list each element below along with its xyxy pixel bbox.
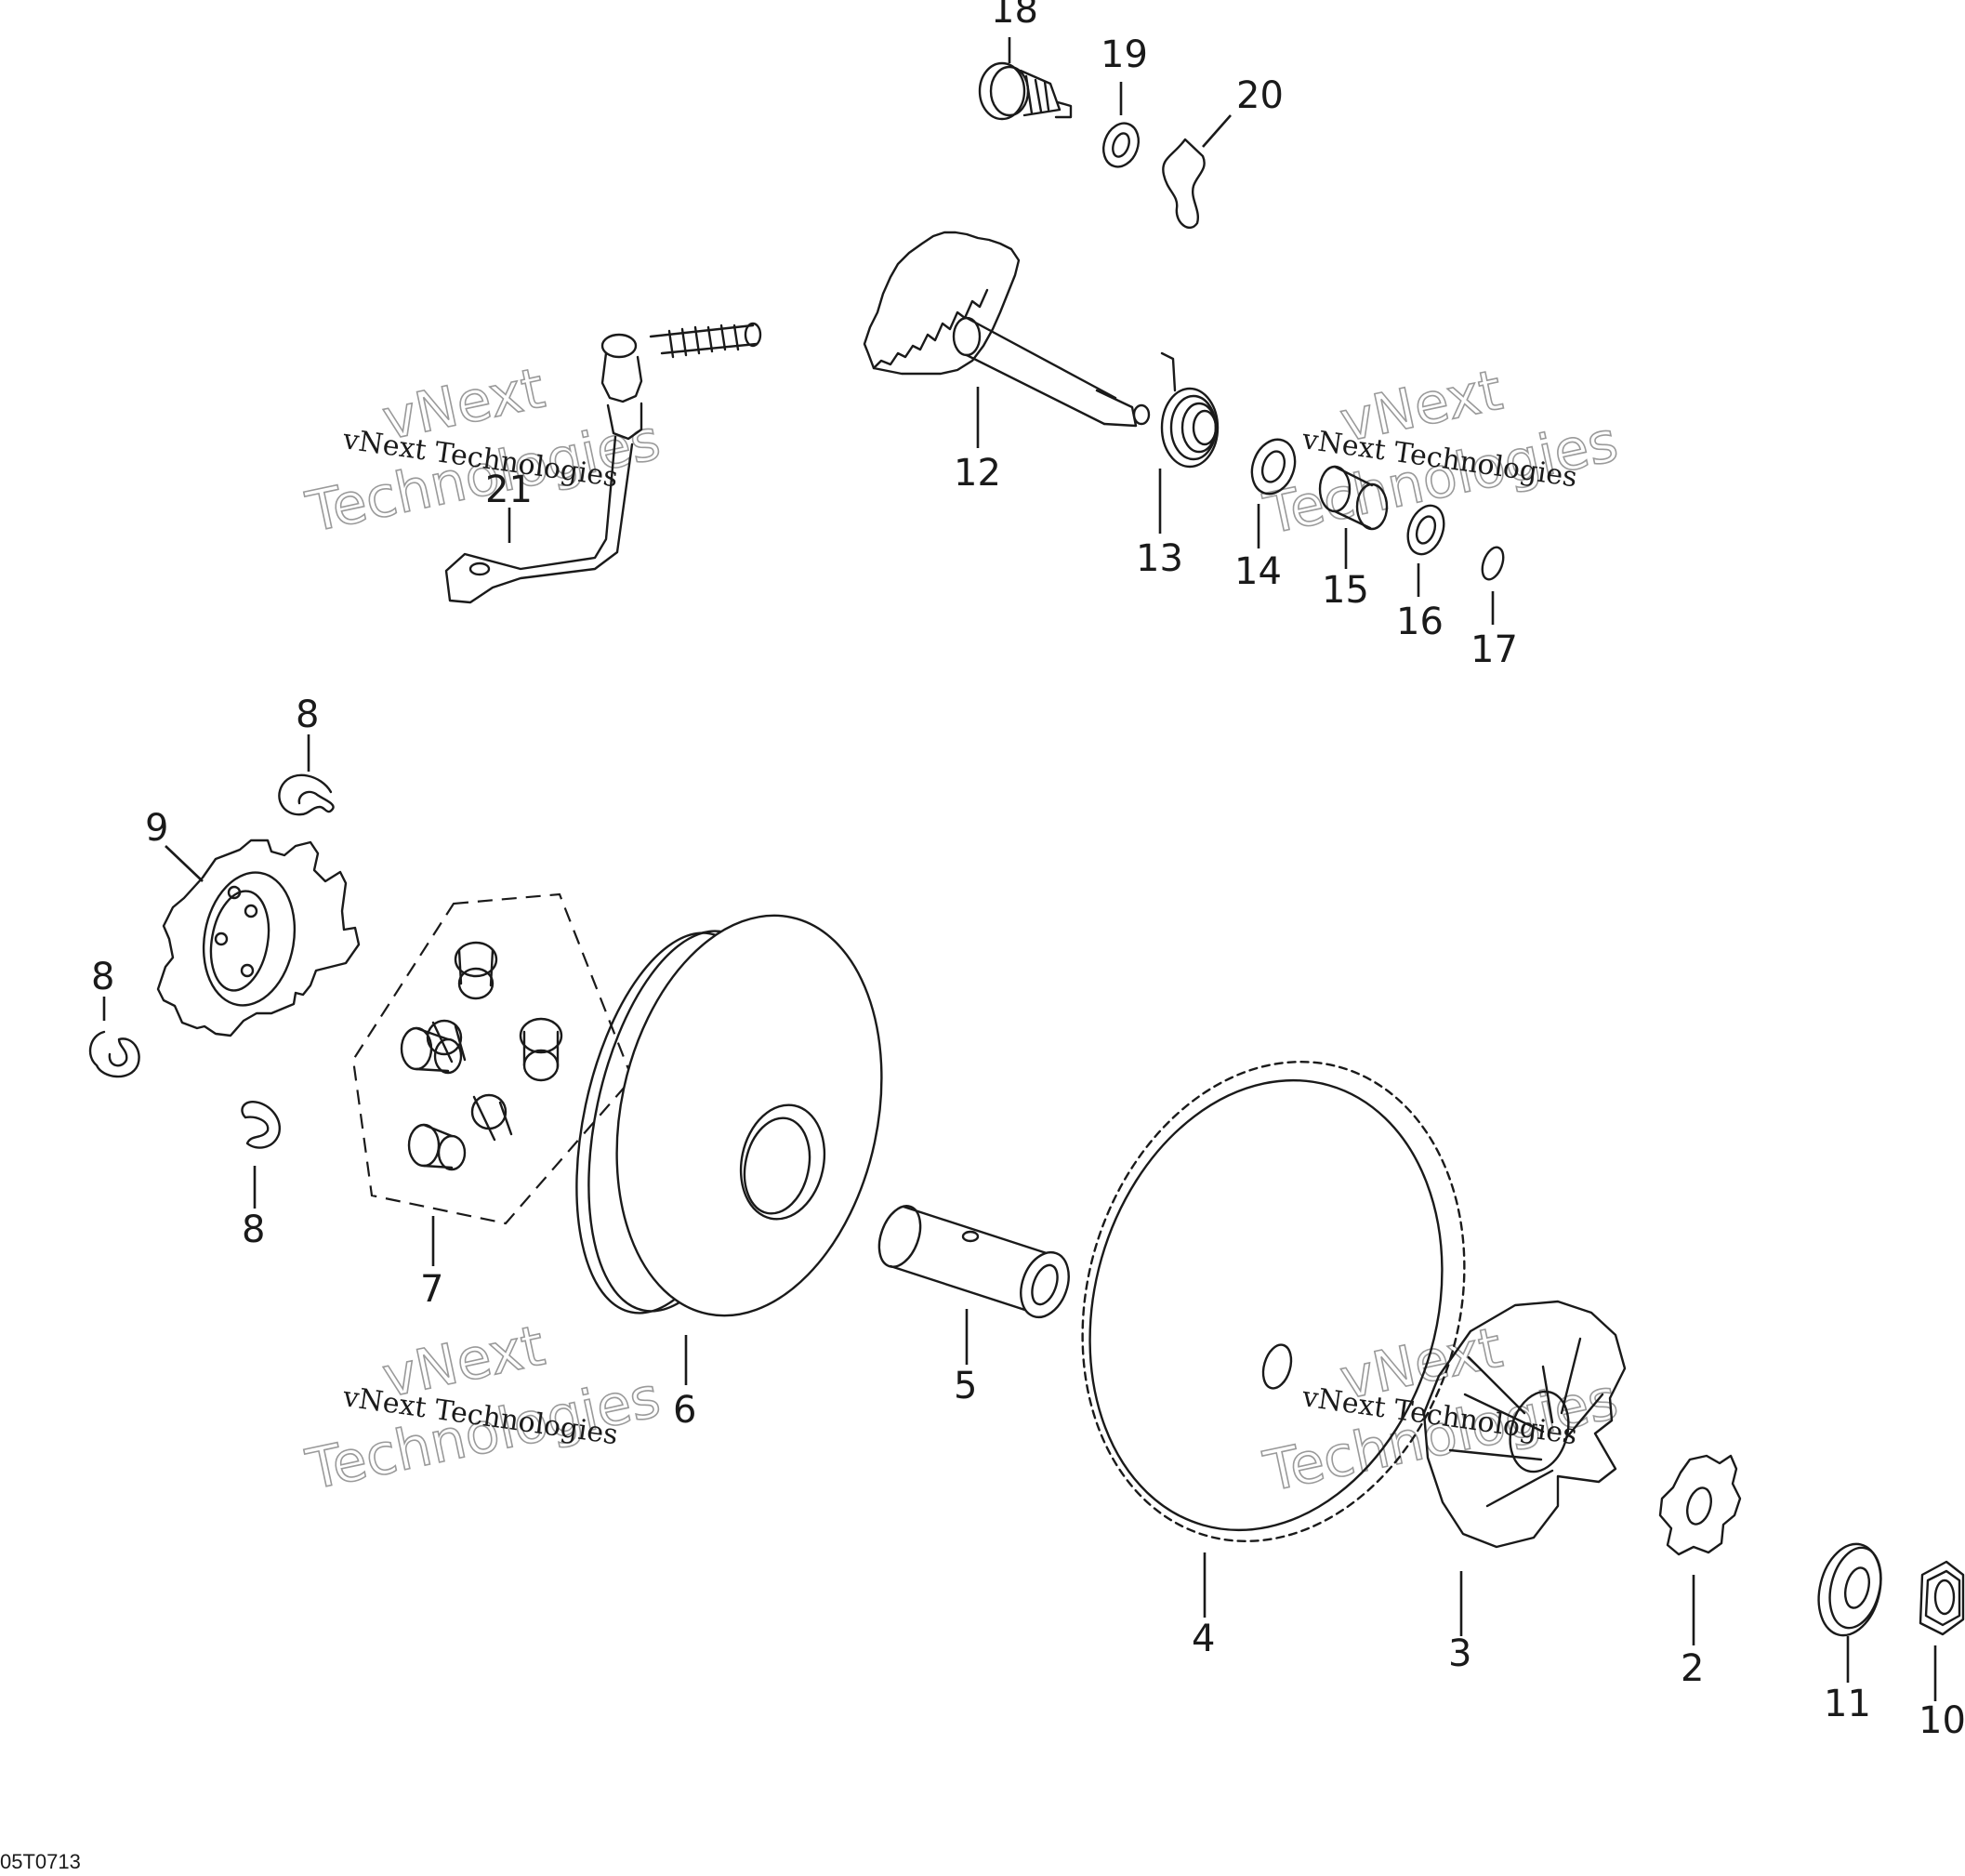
part-19-washer [1101, 122, 1141, 168]
part-16-washer [1406, 504, 1445, 556]
part-18-pinion-gear [978, 61, 1073, 121]
callout-10: 10 [1919, 1699, 1965, 1742]
callout-21: 21 [485, 469, 533, 511]
part-17-circlip [1481, 546, 1505, 581]
callout-16: 16 [1396, 601, 1444, 643]
callout-8-top: 8 [296, 694, 319, 736]
part-8-clip-left [88, 1030, 140, 1078]
part-21-kick-lever [444, 322, 762, 604]
part-12-kick-shaft-gear [863, 231, 1151, 428]
callout-6: 6 [673, 1389, 696, 1432]
part-9-ramp-plate [156, 839, 361, 1037]
callout-19: 19 [1101, 33, 1148, 76]
callout-8-bottom: 8 [242, 1209, 265, 1251]
callout-14: 14 [1234, 550, 1282, 593]
callout-11: 11 [1824, 1683, 1871, 1725]
roller-weight [426, 1019, 467, 1064]
callout-5: 5 [954, 1365, 977, 1407]
roller-weight [400, 1026, 463, 1075]
part-8-clip-bottom [241, 1101, 281, 1149]
figure-code: 05T0713 [0, 1850, 81, 1873]
callout-8-left: 8 [91, 956, 114, 998]
callout-3: 3 [1448, 1632, 1471, 1675]
callout-7: 7 [420, 1268, 443, 1311]
part-5-collar-sleeve [877, 1205, 1070, 1319]
callout-12: 12 [954, 452, 1001, 495]
part-10-nut [1919, 1560, 1965, 1636]
leader-lines [102, 37, 1937, 1701]
part-3-fan-drive-face [1422, 1300, 1627, 1549]
part-8-clip-top [278, 773, 335, 816]
callout-13: 13 [1136, 537, 1183, 580]
callout-17: 17 [1470, 628, 1518, 671]
roller-weight [519, 1017, 563, 1082]
part-13-kick-spring [1160, 351, 1220, 469]
callout-4: 4 [1192, 1618, 1215, 1660]
part-4-starter-gear [1081, 1060, 1466, 1543]
part-7-roller-weight-set [351, 892, 634, 1225]
part-11-washer [1817, 1542, 1882, 1637]
part-2-star-washer [1658, 1454, 1742, 1556]
part-15-bushing [1318, 465, 1389, 531]
part-20-clip [1162, 138, 1206, 230]
callout-2: 2 [1681, 1647, 1704, 1690]
part-14-washer [1250, 438, 1297, 495]
roller-weight [407, 1123, 467, 1171]
callout-18: 18 [991, 0, 1038, 32]
roller-weight [454, 941, 498, 1000]
callout-9: 9 [145, 807, 168, 850]
callout-15: 15 [1322, 569, 1369, 612]
roller-weight [470, 1093, 513, 1142]
callout-20: 20 [1236, 74, 1284, 117]
part-6-drive-face [575, 914, 883, 1317]
